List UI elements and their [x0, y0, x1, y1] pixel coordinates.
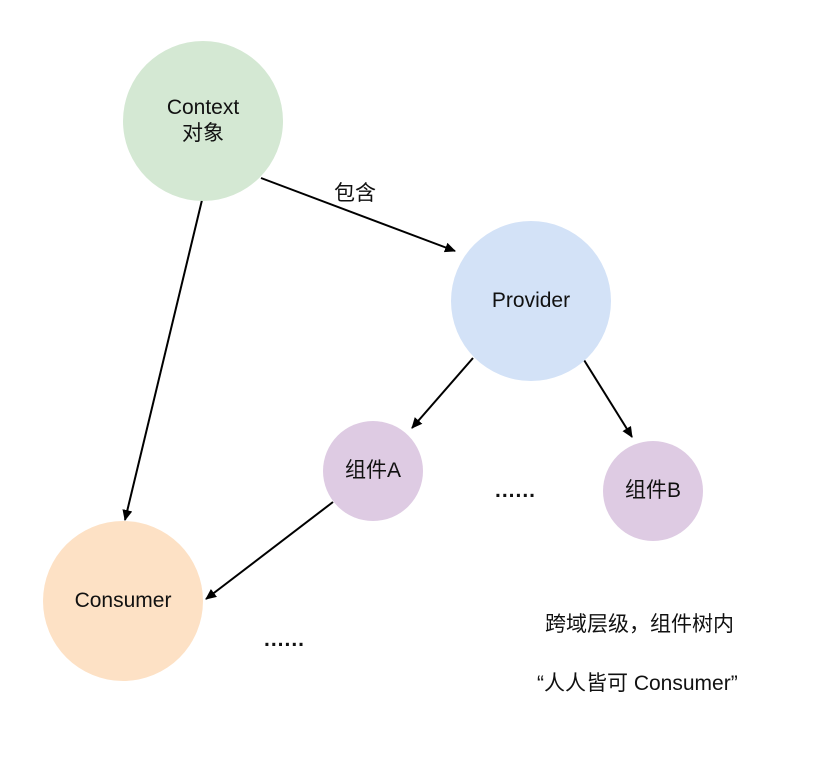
context-node-label-line2: 对象 [182, 122, 224, 145]
edge-label-contains: 包含 [334, 182, 376, 205]
context-node: Context 对象 [123, 41, 283, 201]
edge-context-to-provider [260, 177, 456, 253]
edge-component-a-to-consumer [205, 501, 334, 600]
consumer-node-label: Consumer [74, 589, 172, 612]
component-b-node: 组件B [603, 441, 703, 541]
component-b-node-label: 组件B [624, 479, 681, 502]
provider-node-label: Provider [491, 289, 571, 312]
ellipsis-bottom: ...... [264, 628, 306, 651]
caption-line2: “人人皆可 Consumer” [537, 672, 738, 695]
edge-context-to-consumer [122, 199, 203, 521]
edge-provider-to-component-a [411, 357, 474, 429]
component-a-node: 组件A [323, 421, 423, 521]
caption-line1: 跨域层级，组件树内 [545, 613, 734, 636]
context-node-label-line1: Context [166, 96, 240, 119]
component-a-node-label: 组件A [344, 459, 401, 482]
ellipsis-middle: ...... [495, 479, 537, 502]
edge-provider-to-component-b [583, 359, 633, 438]
provider-node: Provider [451, 221, 611, 381]
consumer-node: Consumer [43, 521, 203, 681]
